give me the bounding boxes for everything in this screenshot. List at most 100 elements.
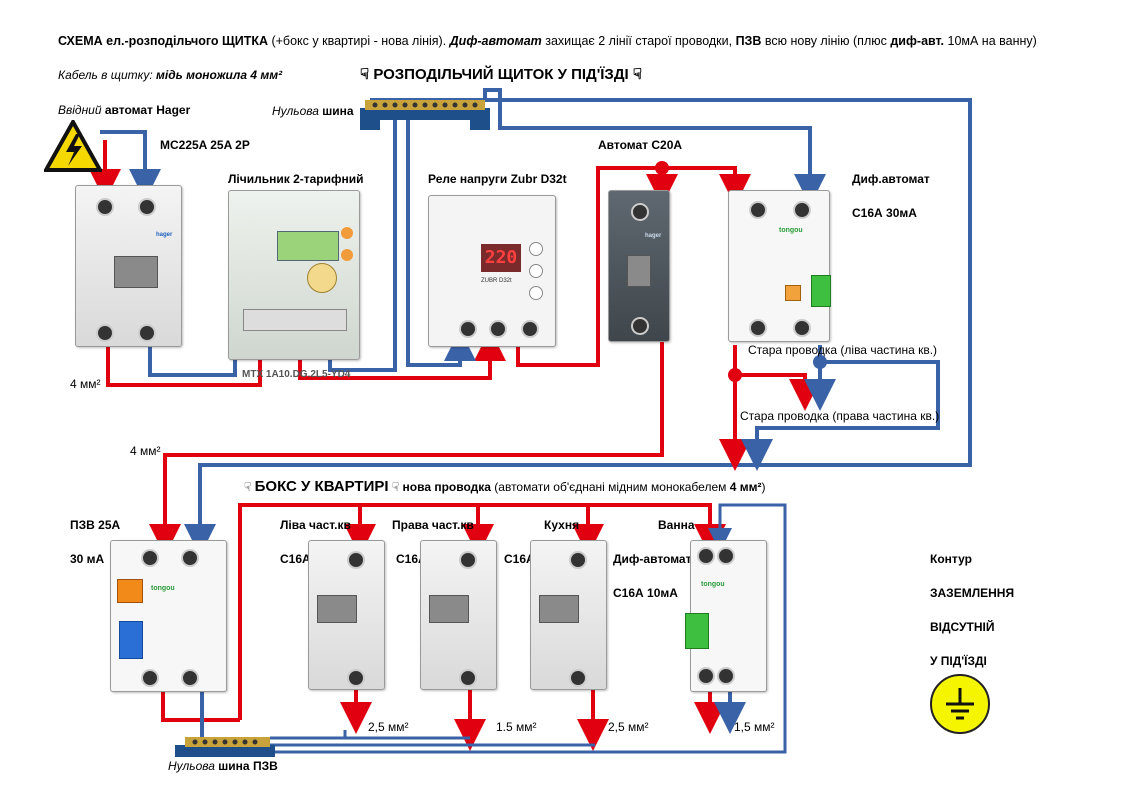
meter-display: [277, 231, 339, 261]
input-breaker-handle[interactable]: [114, 256, 158, 288]
junction-dot-c20: [655, 161, 669, 175]
breaker-to-meter-phase: [106, 345, 262, 387]
breaker-kitchen-device: [530, 540, 607, 690]
neutral-bus-pzv: [175, 737, 275, 757]
box-subtitle-value: 4 мм²: [729, 480, 762, 494]
relay-label: Реле напруги Zubr D32t: [428, 172, 567, 186]
tongou-logo-bath: tongou: [701, 581, 725, 588]
rcbo2-rating: С16А 10мА: [613, 586, 678, 600]
rcbo-rating: С16А 30мА: [852, 206, 917, 220]
title-part-4: захищає 2 лінії старої проводки,: [541, 34, 736, 48]
junction-dot-rcbo-phase: [728, 368, 742, 382]
c16a-label-2: С16А: [396, 552, 427, 566]
box-subtitle-rest: (автомати об'єднані мідним монокабелем: [494, 480, 730, 494]
relay-display: 220: [481, 244, 521, 272]
breaker-left-device: [308, 540, 385, 690]
box-title: ☟ БОКС У КВАРТИРІ ☟ нова проводка (автом…: [244, 478, 765, 495]
left-part-label: Ліва част.кв: [280, 518, 351, 532]
rcbo-bath-handle[interactable]: [685, 613, 709, 649]
old-wiring-right-label: Стара проводка (права частина кв.): [740, 409, 940, 423]
rcbo-device: tongou: [728, 190, 831, 342]
neutral-bus-top: [360, 100, 490, 130]
meter-model: MTX 1A10.DG.2L5-YD4: [242, 369, 351, 380]
neutral-bus-to-rcbo: [483, 88, 826, 206]
breaker-to-meter-neutral: [148, 345, 237, 377]
panel-title: ☟ РОЗПОДІЛЬЧИЙ ЩИТОК У ПІД'ЇЗДІ ☟: [360, 65, 642, 83]
hand-pointing-icon: ☟: [360, 66, 374, 83]
ground-note-1: Контур: [930, 552, 972, 566]
meter-terminals: [243, 309, 347, 331]
meter-to-relay-phase: [298, 329, 506, 380]
breaker-right-handle[interactable]: [429, 595, 469, 623]
rcd-phase-out: [161, 690, 240, 722]
c20-to-rcd-phase: [149, 340, 664, 556]
hager-logo: hager: [156, 232, 173, 238]
rcd-device: tongou: [110, 540, 227, 692]
relay-button-up[interactable]: [529, 242, 543, 256]
input-breaker-label: Ввідний автомат Hager: [58, 103, 190, 117]
right-part-label: Права част.кв: [392, 518, 474, 532]
neutral-bus-pzv-rest: шина ПЗВ: [214, 759, 278, 773]
cable-note-value: мідь моножила 4 мм²: [156, 68, 283, 82]
neutral-bus-pzv-label: Нульова шина ПЗВ: [168, 759, 278, 773]
meter-button-2[interactable]: [341, 249, 353, 261]
rcd-rating: 30 мА: [70, 552, 105, 566]
ground-note-4: У ПІД'ЇЗДІ: [930, 654, 987, 668]
ground-note-2: ЗАЗЕМЛЕННЯ: [930, 586, 1015, 600]
rcbo2-title: Диф-автомат: [613, 552, 692, 566]
breaker-right-device: [420, 540, 497, 690]
diagram-title: СХЕМА ел.-розподільчого ЩИТКА (+бокс у к…: [58, 34, 1037, 48]
c20-to-rcbo-phase: [662, 166, 751, 206]
breaker-c20-device: hager: [608, 190, 670, 342]
title-part-3: Диф-автомат: [449, 34, 542, 48]
high-voltage-warning-icon: [44, 120, 102, 172]
c16a-label-1: С16А: [280, 552, 311, 566]
neutral-to-relay: [406, 120, 476, 367]
neutral-bus-label: Нульова шина: [272, 104, 354, 118]
wire-size-kitchen: 2,5 мм²: [608, 720, 649, 734]
rcd-to-phase-bus: [238, 503, 726, 720]
wire-size-right: 1.5 мм²: [496, 720, 537, 734]
box-subtitle-end: ): [761, 480, 766, 494]
kitchen-label: Кухня: [544, 518, 580, 532]
box-title-text: БОКС У КВАРТИРІ: [254, 478, 389, 495]
breaker-left-handle[interactable]: [317, 595, 357, 623]
meter-to-neutral-bus: [328, 120, 397, 372]
title-part-8: 10мА на ванну): [944, 34, 1037, 48]
title-part-7: диф-авт.: [890, 34, 945, 48]
rcbo-handle[interactable]: [811, 275, 831, 307]
input-breaker-rest: автомат Hager: [101, 103, 191, 117]
voltage-relay-device: 220 ZUBR D32t: [428, 195, 556, 347]
cable-size-label-1: 4 мм²: [70, 377, 101, 391]
tongou-logo-rcd: tongou: [151, 585, 175, 592]
meter-button-1[interactable]: [341, 227, 353, 239]
relay-button-down[interactable]: [529, 286, 543, 300]
rcbo-out-neutral-right: [741, 360, 940, 471]
rcd-test-button[interactable]: [117, 579, 143, 603]
title-part-6: всю нову лінію (плюс: [761, 34, 891, 48]
breaker-c20-handle[interactable]: [627, 255, 651, 287]
input-neutral-wire: [100, 130, 161, 201]
breaker-c20-label: Автомат С20А: [598, 138, 683, 152]
cable-note: Кабель в щитку: мідь моножила 4 мм²: [58, 68, 282, 82]
input-breaker-model: MC225A 25A 2P: [160, 138, 250, 152]
breaker-kitchen-handle[interactable]: [539, 595, 579, 623]
wire-size-bath: 1,5 мм²: [734, 720, 775, 734]
relay-button-mid[interactable]: [529, 264, 543, 278]
rcd-handle[interactable]: [119, 621, 143, 659]
hand-pointing-icon: ☟: [628, 66, 642, 83]
box-subtitle-bold: нова проводка: [402, 480, 491, 494]
hand-pointing-icon: ☟: [388, 480, 403, 494]
neutral-bus-pzv-prefix: Нульова: [168, 759, 215, 773]
rcbo-test-indicator: [785, 285, 801, 301]
neutral-bus-rest: шина: [318, 104, 354, 118]
cable-size-label-2: 4 мм²: [130, 444, 161, 458]
rcd-title: ПЗВ 25А: [70, 518, 121, 532]
wire-size-left: 2,5 мм²: [368, 720, 409, 734]
panel-title-text: РОЗПОДІЛЬЧИЙ ЩИТОК У ПІД'ЇЗДІ: [373, 66, 629, 83]
meter-device: [228, 190, 360, 360]
title-part-5: ПЗВ: [735, 34, 762, 48]
ground-symbol-icon: [930, 674, 990, 734]
meter-knob: [307, 263, 337, 293]
